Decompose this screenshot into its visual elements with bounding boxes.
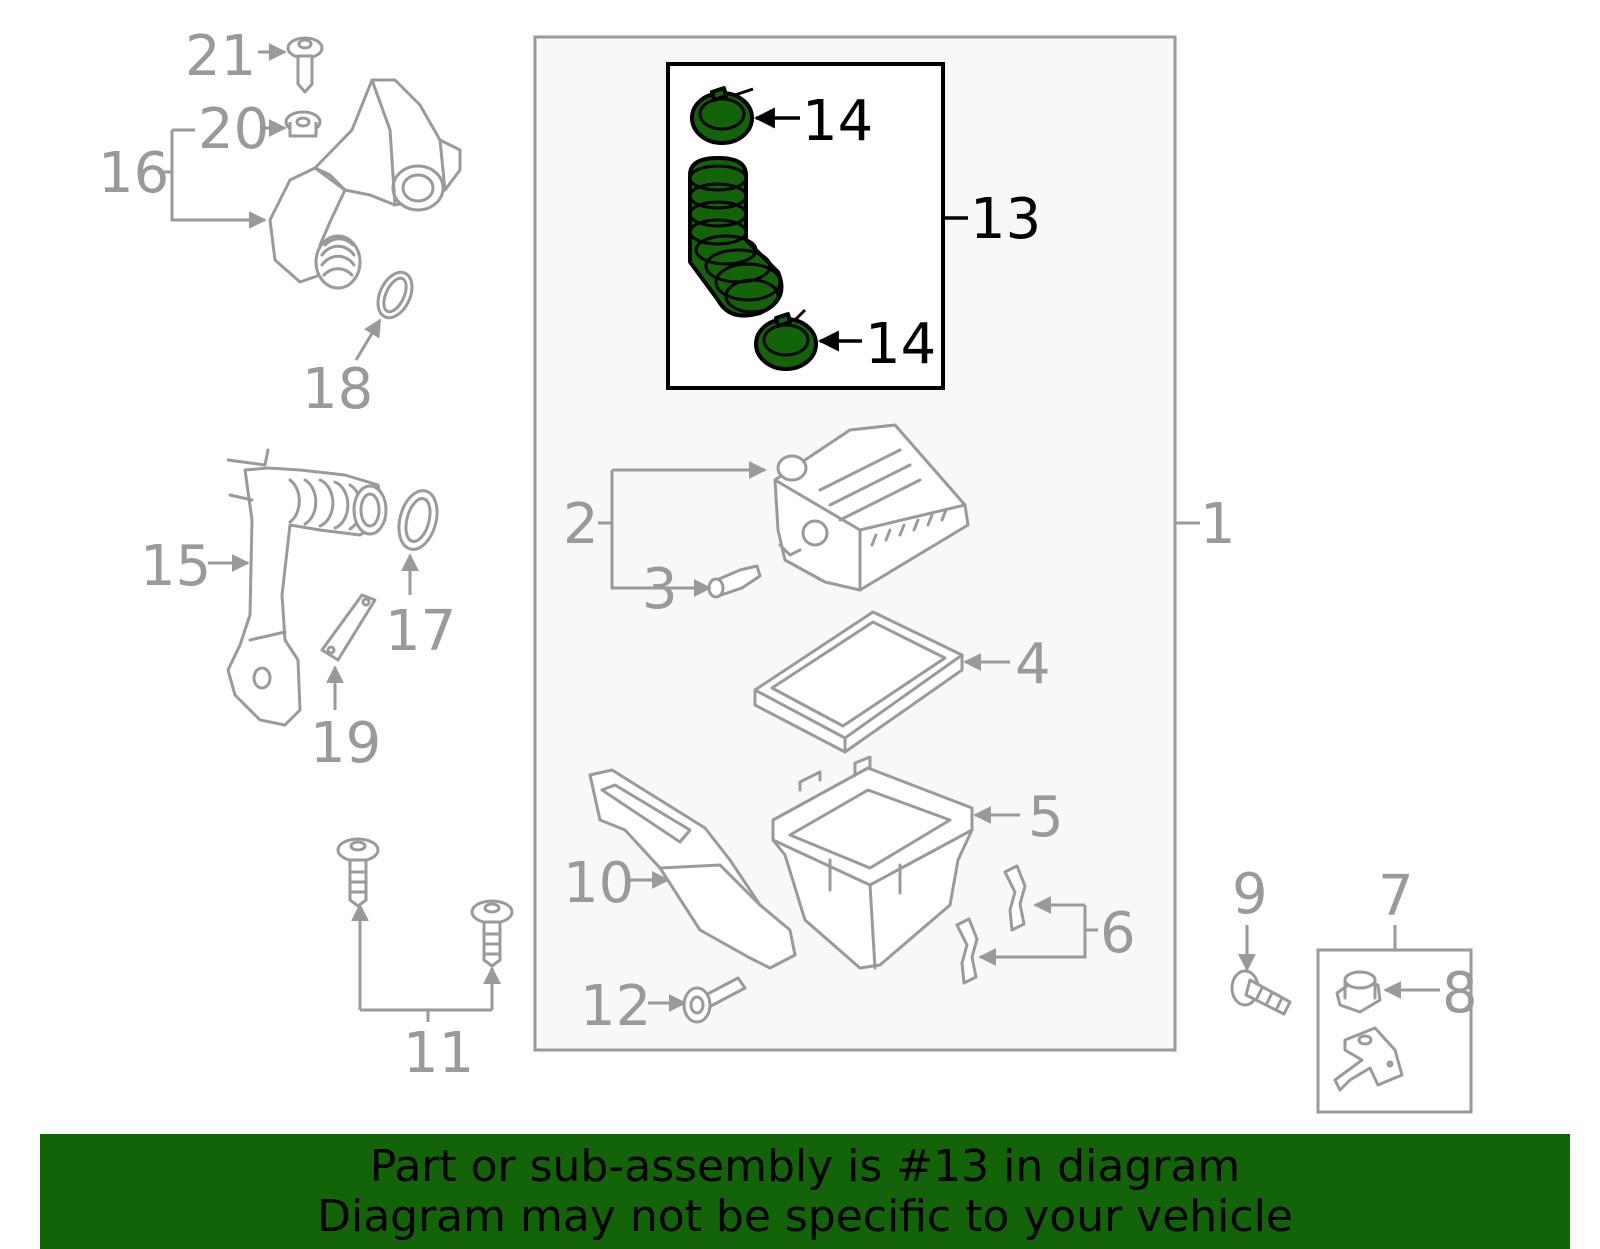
label-13: 13 [970,187,1041,252]
air-intake-hose-13 [688,156,784,318]
label-15: 15 [140,534,211,599]
label-14-top: 14 [802,89,873,154]
clips-6 [955,864,1027,985]
bolts-11 [336,837,514,968]
nut-8 [1335,970,1382,1014]
lower-housing-5 [771,755,974,970]
banner-line-2: Diagram may not be specific to your vehi… [317,1190,1293,1242]
label-14-bottom: 14 [865,312,936,377]
label-11: 11 [403,1021,474,1086]
label-12: 12 [580,974,651,1039]
label-1: 1 [1200,492,1236,557]
label-9: 9 [1232,862,1268,927]
clamp-18 [376,270,414,320]
bolt-21 [286,36,324,94]
label-18: 18 [302,357,373,422]
nut-20 [284,110,322,138]
label-20: 20 [198,97,269,162]
air-duct-16 [268,78,462,290]
air-cleaner-cover-2 [773,423,970,592]
air-duct-10 [588,768,797,970]
label-8: 8 [1442,961,1478,1026]
banner-line-1: Part or sub-assembly is #13 in diagram [369,1140,1241,1192]
label-7: 7 [1378,864,1414,929]
label-4: 4 [1015,632,1051,697]
air-filter-4 [753,610,964,754]
info-banner: Part or sub-assembly is #13 in diagram D… [40,1134,1570,1249]
label-17: 17 [385,599,456,664]
label-6: 6 [1100,901,1136,966]
label-10: 10 [563,851,634,916]
label-5: 5 [1028,785,1064,850]
label-19: 19 [310,711,381,776]
label-16: 16 [98,141,169,206]
bolt-12 [682,976,747,1024]
clamp-14-top [690,86,754,145]
bolt-9 [1230,969,1292,1016]
clamp-17 [397,489,439,551]
air-duct-15 [226,448,388,727]
bracket-19 [320,593,377,662]
label-21: 21 [185,24,256,89]
bracket-7 [1333,1026,1404,1092]
clamp-14-bottom [754,308,818,371]
label-2: 2 [563,492,599,557]
label-3: 3 [642,557,678,622]
